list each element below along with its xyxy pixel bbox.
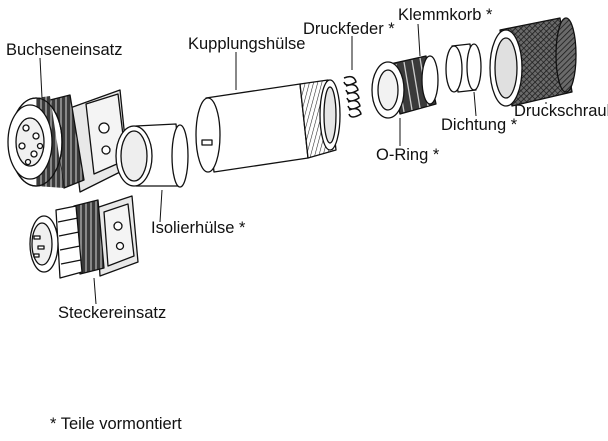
seal-part	[445, 43, 482, 93]
label-plug-insert: Steckereinsatz	[58, 304, 167, 322]
footnote: * Teile vormontiert	[50, 415, 182, 433]
o-ring-part	[371, 61, 405, 119]
label-socket-insert: Buchseneinsatz	[6, 41, 123, 59]
label-coupling-sleeve: Kupplungshülse	[188, 35, 306, 53]
pressure-screw-part	[489, 17, 577, 107]
spring-part	[343, 75, 362, 118]
label-insulating-sleeve: Isolierhülse *	[151, 219, 246, 237]
insulating-sleeve-part	[115, 123, 189, 188]
label-spring: Druckfeder *	[303, 20, 395, 38]
label-pressure-screw: Druckschraube	[514, 102, 608, 120]
label-clamp-basket: Klemmkorb *	[398, 6, 493, 24]
label-seal: Dichtung *	[441, 116, 518, 134]
plug-insert-part	[29, 195, 139, 279]
socket-insert-part	[7, 89, 129, 193]
label-o-ring: O-Ring *	[376, 146, 440, 164]
coupling-sleeve-part	[195, 79, 341, 173]
leader-lines	[39, 23, 547, 305]
